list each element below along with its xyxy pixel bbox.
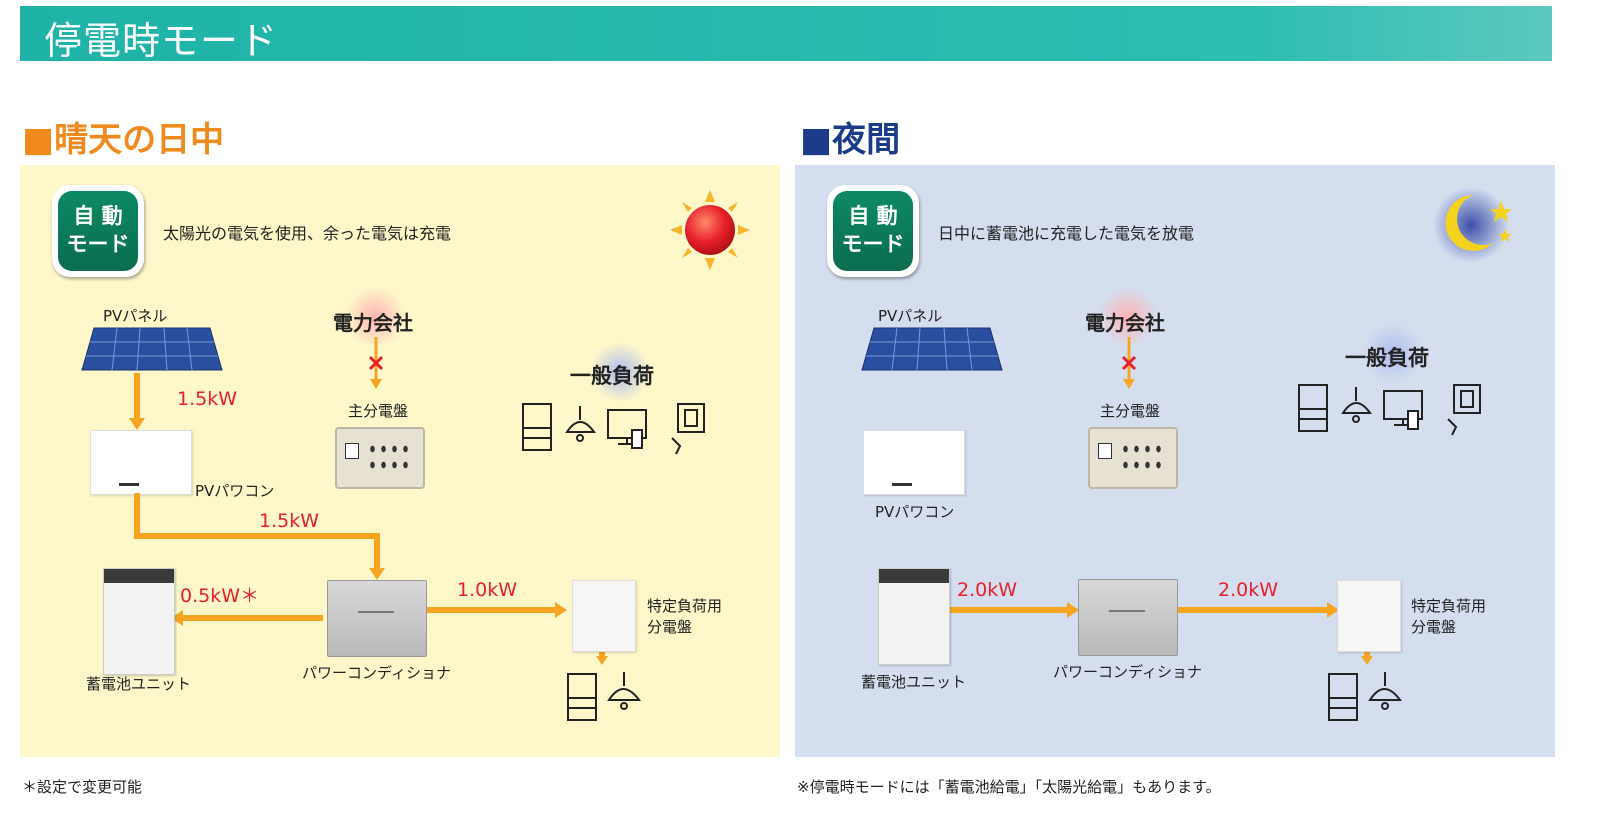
pv-panel-label: PVパネル [103,307,168,325]
badge-line-2: モード [841,232,905,256]
general-load-appliances [1298,384,1481,436]
flow-label-specific: 2.0kW [1218,579,1279,601]
footnote-left: ＊設定で変更可能 [22,778,143,796]
general-load-appliances [522,403,705,455]
general-load-glow [590,342,650,402]
footnote-right: ※停電時モードには「蓄電池給電」「太陽光給電」もあります。 [797,778,1221,796]
power-conditioner-label: パワーコンディショナ [1053,663,1202,681]
power-company-label: 電力会社 [1085,311,1165,335]
sun-icon [670,190,750,270]
pv-panel-label: PVパネル [878,307,943,325]
specific-load-panel [1337,580,1401,652]
grid-blocked-arrow [1121,337,1137,389]
specific-load-panel [572,580,636,652]
battery-label: 蓄電池ユニット [86,675,192,693]
mode-header-bar: 停電時モード [20,6,1552,63]
day-panel: 自 動 モード 太陽光の電気を使用、余った電気は充電 PVパネル [20,165,780,757]
night-description: 日中に蓄電池に充電した電気を放電 [938,224,1195,243]
night-flow-arrows [948,602,1373,665]
night-section-title: ■夜間 [800,120,901,160]
power-company-glow [1098,287,1158,347]
specific-load-label-2: 分電盤 [647,618,693,636]
pv-panel-icon [861,327,1003,371]
flow-label-pcs: 1.5kW [259,510,320,532]
flow-label-specific: 1.0kW [457,579,518,601]
power-company-glow [345,287,405,347]
battery-label: 蓄電池ユニット [861,673,967,691]
general-load-glow [1363,323,1423,383]
specific-load-label-2: 分電盤 [1411,618,1457,636]
power-conditioner-unit [1078,579,1178,656]
grid-blocked-arrow [368,337,384,389]
pv-pcs-device [90,430,192,495]
night-panel: 自 動 モード 日中に蓄電池に充電した電気を放電 PVパネル PVパワコン 電力… [795,165,1555,757]
power-conditioner-label: パワーコンディショナ [302,664,451,682]
specific-load-appliances [1328,672,1402,721]
specific-load-label-1: 特定負荷用 [1411,597,1487,615]
power-company-label: 電力会社 [333,311,413,335]
power-conditioner-unit [327,580,427,657]
page-title: 停電時モード [44,19,279,63]
pv-pcs-device [863,430,965,495]
day-description: 太陽光の電気を使用、余った電気は充電 [163,224,452,243]
general-load-label: 一般負荷 [1345,346,1429,370]
specific-load-label-1: 特定負荷用 [647,597,723,615]
specific-load-appliances [567,672,641,721]
day-flow-arrows [129,373,608,665]
main-distribution-panel [1088,427,1178,489]
main-panel-label: 主分電盤 [1100,402,1161,420]
main-distribution-panel [335,427,425,489]
flow-label-pv: 1.5kW [177,388,238,410]
pv-pcs-label: PVパワコン [875,503,955,521]
general-load-label: 一般負荷 [570,364,654,388]
main-panel-label: 主分電盤 [348,402,409,420]
battery-unit [878,568,950,665]
auto-mode-badge: 自 動 モード [52,185,144,277]
badge-line-1: 自 動 [73,204,123,228]
badge-line-1: 自 動 [848,204,898,228]
badge-line-2: モード [66,232,130,256]
flow-label-battery: 0.5kW＊ [180,585,260,607]
flow-label-battery: 2.0kW [957,579,1018,601]
day-section-title: ■晴天の日中 [22,120,225,160]
battery-unit [103,568,175,675]
pv-pcs-label: PVパワコン [195,482,275,500]
moon-icon [1433,187,1512,263]
pv-panel-icon [81,327,223,371]
auto-mode-badge: 自 動 モード [827,185,919,277]
